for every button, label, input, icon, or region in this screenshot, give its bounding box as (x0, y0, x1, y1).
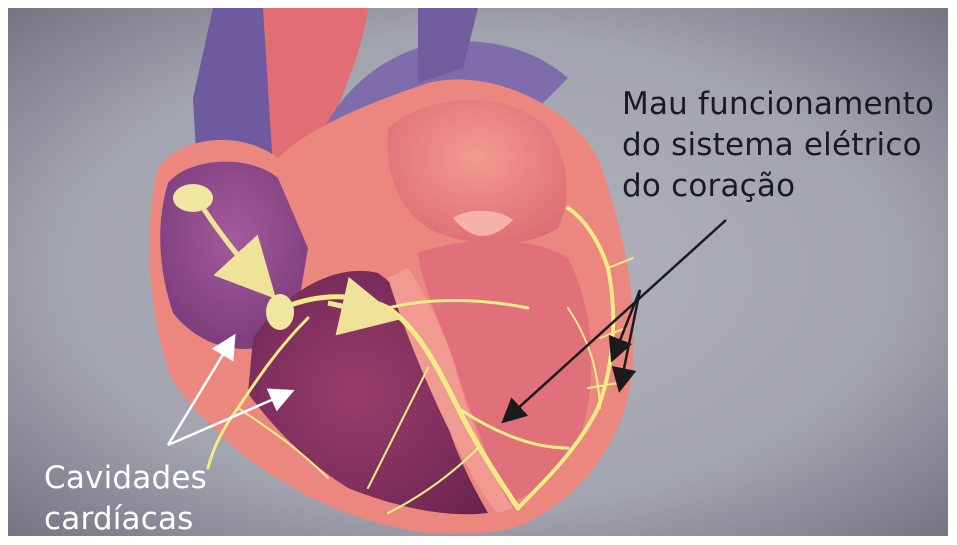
malfunction-label-line-3: do coração (622, 166, 934, 207)
sinoatrial-node (173, 184, 213, 212)
malfunction-label-line-1: Mau funcionamento (622, 84, 934, 125)
malfunction-label-line-2: do sistema elétrico (622, 125, 934, 166)
chambers-label-line-2: cardíacas (44, 499, 207, 540)
heart-illustration: Mau funcionamento do sistema elétrico do… (8, 8, 948, 536)
chambers-label-line-1: Cavidades (44, 458, 207, 499)
malfunction-label: Mau funcionamento do sistema elétrico do… (622, 84, 934, 207)
atrioventricular-node (266, 294, 294, 330)
chambers-label: Cavidades cardíacas (44, 458, 207, 540)
